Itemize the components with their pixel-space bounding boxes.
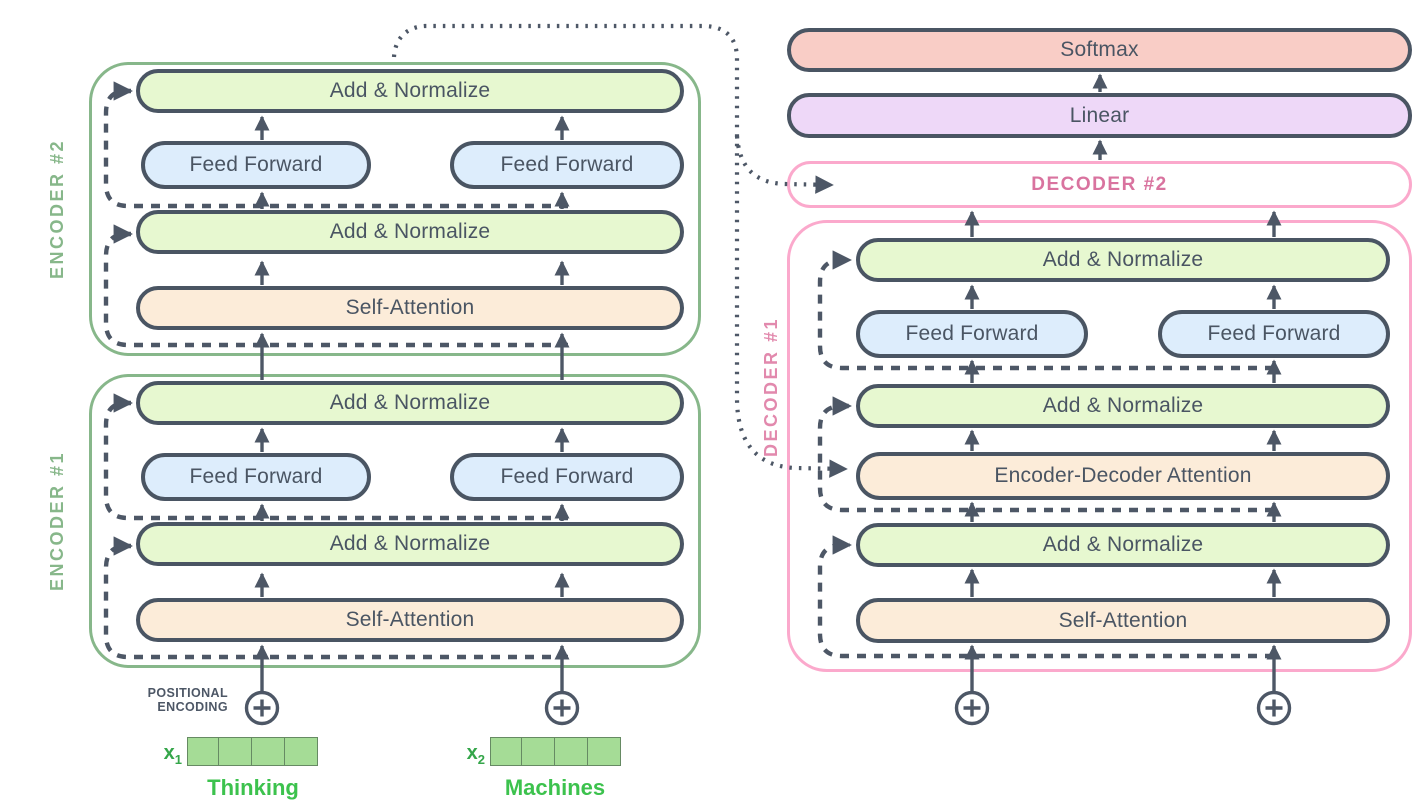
encoder2-add-normalize-bottom: Add & Normalize [136, 210, 684, 254]
encoder2-feed-forward-right: Feed Forward [450, 141, 684, 189]
x1-label: x1 [163, 742, 182, 767]
encoder2-self-attention: Self-Attention [136, 286, 684, 330]
embedding-vector-x1 [187, 737, 318, 766]
plus-circle-icon [244, 690, 280, 726]
encoder1-label: ENCODER #1 [46, 450, 67, 592]
vector-cell [283, 737, 318, 766]
encoder2-add-normalize-top: Add & Normalize [136, 69, 684, 113]
encoder2-feed-forward-left: Feed Forward [141, 141, 371, 189]
encoder1-feed-forward-left: Feed Forward [141, 453, 371, 501]
plus-circle-icon [954, 690, 990, 726]
vector-cell [586, 737, 621, 766]
decoder1-add-normalize-bottom: Add & Normalize [856, 523, 1390, 567]
positional-encoding-label: POSITIONAL ENCODING [147, 686, 228, 714]
plus-circle-icon [1256, 690, 1292, 726]
x2-label: x2 [466, 742, 485, 767]
decoder2-box: DECODER #2 [787, 161, 1412, 208]
vector-cell [554, 737, 589, 766]
decoder1-self-attention: Self-Attention [856, 598, 1390, 643]
softmax-box: Softmax [787, 28, 1412, 72]
decoder1-add-normalize-mid: Add & Normalize [856, 384, 1390, 428]
decoder1-add-normalize-top: Add & Normalize [856, 238, 1390, 282]
input-word-thinking: Thinking [207, 775, 299, 800]
vector-cell [521, 737, 556, 766]
vector-cell [218, 737, 253, 766]
embedding-vector-x2 [490, 737, 621, 766]
plus-circle-icon [544, 690, 580, 726]
decoder1-feed-forward-left: Feed Forward [856, 310, 1088, 358]
encoder1-add-normalize-bottom: Add & Normalize [136, 522, 684, 566]
vector-cell [187, 737, 220, 766]
positional-encoding-icons [244, 690, 1292, 726]
decoder1-label: DECODER #1 [760, 316, 781, 458]
vector-cell [490, 737, 523, 766]
encoder1-self-attention: Self-Attention [136, 598, 684, 642]
encoder1-feed-forward-right: Feed Forward [450, 453, 684, 501]
linear-box: Linear [787, 93, 1412, 138]
encoder2-label: ENCODER #2 [46, 138, 67, 280]
decoder1-feed-forward-right: Feed Forward [1158, 310, 1390, 358]
vector-cell [251, 737, 286, 766]
decoder1-encoder-decoder-attention: Encoder-Decoder Attention [856, 452, 1390, 500]
input-word-machines: Machines [504, 775, 606, 800]
encoder1-add-normalize-top: Add & Normalize [136, 381, 684, 425]
